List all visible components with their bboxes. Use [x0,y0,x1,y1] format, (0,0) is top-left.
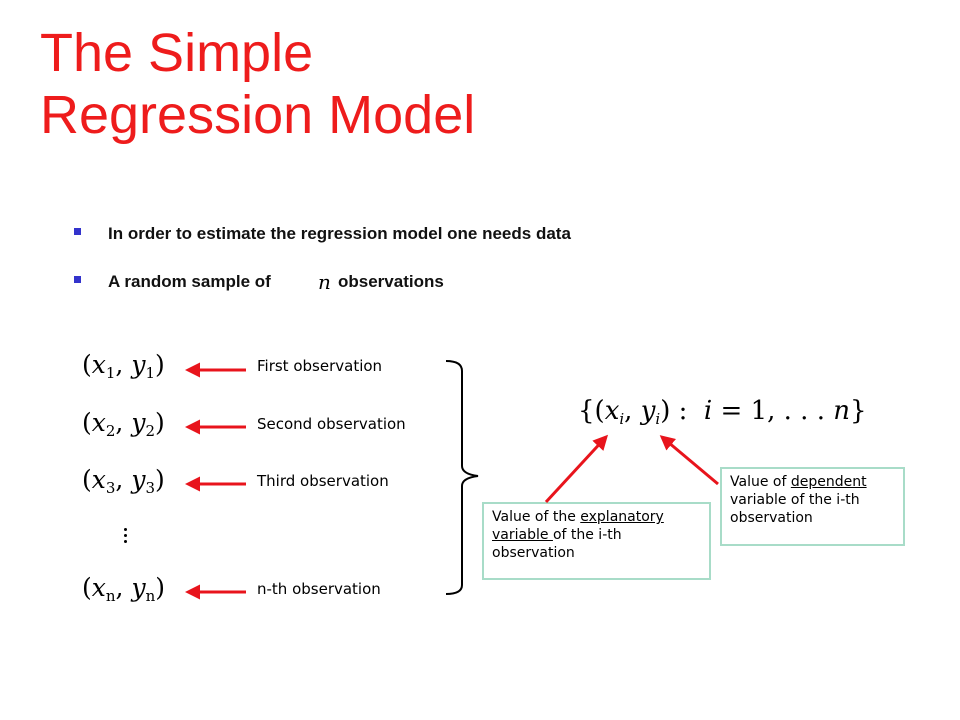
slide-title: The Simple Regression Model [40,22,740,146]
observation-pair: (x1, y1) [82,350,165,382]
bullet-item: In order to estimate the regression mode… [72,222,832,270]
bullet-marker-icon [74,276,81,283]
explanatory-variable-callout: Value of the explanatory variable of the… [482,502,711,580]
arrow-icon [544,434,609,504]
sample-set-notation: {(xi, yi) : i = 1, . . . n} [578,396,867,428]
bullet-list: In order to estimate the regression mode… [72,222,832,318]
title-line-2: Regression Model [40,85,476,145]
vertical-ellipsis-icon [124,528,128,546]
observation-label: Second observation [257,415,406,433]
observation-label: First observation [257,357,383,375]
right-brace-icon [445,360,479,595]
observation-pair: (x3, y3) [82,465,165,497]
bullet-text: A random sample of [108,272,276,291]
bullet-item: A random sample of n observations [72,270,832,318]
observation-pair: (xn, yn) [82,573,166,605]
dependent-variable-callout: Value of dependent variable of the i-th … [720,467,905,546]
observation-label: n-th observation [257,580,381,598]
bullet-text-after: observations [338,272,444,291]
sample-size-symbol: n [318,270,331,294]
arrow-icon [659,435,719,486]
observation-pair: (x2, y2) [82,408,165,440]
observation-label: Third observation [257,472,389,490]
bullet-text: In order to estimate the regression mode… [108,224,571,243]
bullet-marker-icon [74,228,81,235]
title-line-1: The Simple [40,23,314,83]
